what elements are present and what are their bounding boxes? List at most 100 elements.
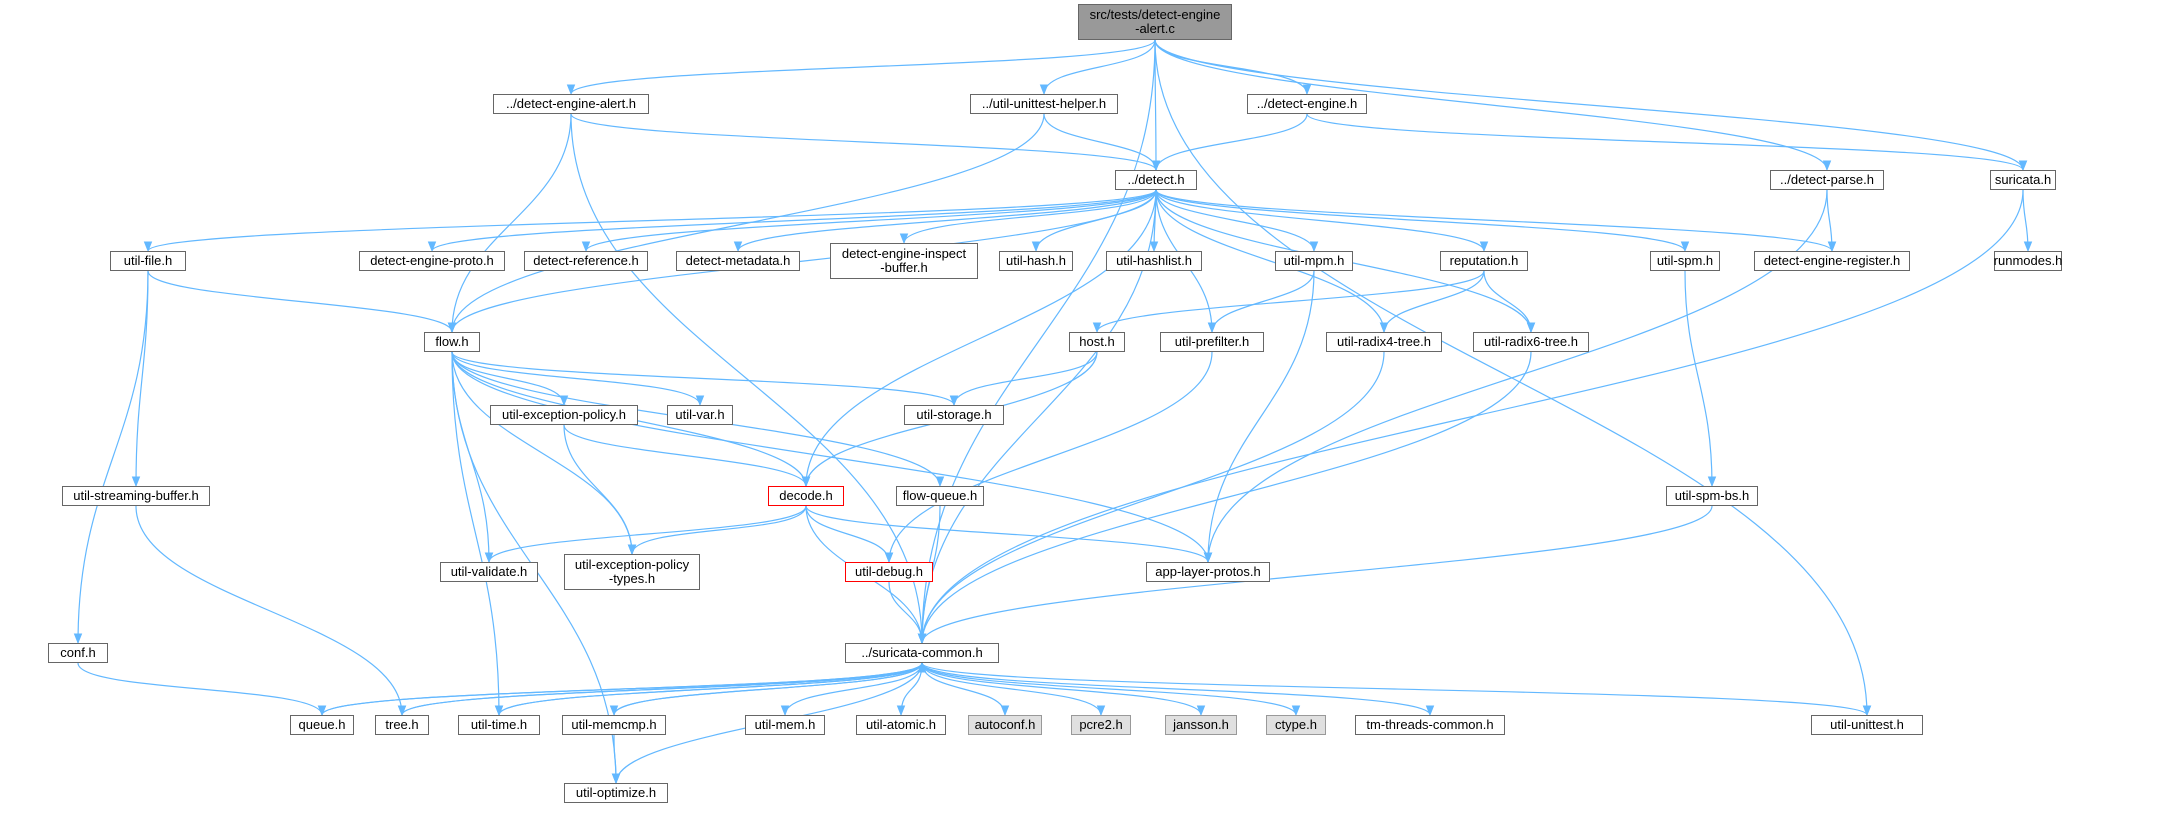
edge-detect-h-to-detect-reference-h — [581, 189, 1157, 253]
node-app-layer-protos-h[interactable]: app-layer-protos.h — [1146, 562, 1270, 582]
edge-util-spm-h-to-util-spm-bs-h — [1684, 270, 1717, 488]
edge-root-to-util-unittest-helper-h — [1039, 39, 1156, 96]
node-util-radix6-tree-h[interactable]: util-radix6-tree.h — [1473, 332, 1589, 352]
edge-root-to-detect-engine-h — [1154, 39, 1312, 96]
node-util-hashlist-h[interactable]: util-hashlist.h — [1106, 251, 1202, 271]
edge-suricata-common-h-to-jansson-h — [921, 662, 1206, 717]
edge-detect-h-to-decode-h — [801, 189, 1157, 488]
node-autoconf-h: autoconf.h — [968, 715, 1042, 735]
edge-detect-engine-alert-h-to-flow-h — [447, 113, 572, 334]
node-util-memcmp-h[interactable]: util-memcmp.h — [562, 715, 666, 735]
node-util-spm-bs-h[interactable]: util-spm-bs.h — [1666, 486, 1758, 506]
node-util-debug-h[interactable]: util-debug.h — [845, 562, 933, 582]
edge-util-mpm-h-to-app-layer-protos-h — [1203, 270, 1315, 564]
node-suricata-common-h[interactable]: ../suricata-common.h — [845, 643, 999, 663]
node-tree-h[interactable]: tree.h — [375, 715, 429, 735]
edge-decode-h-to-util-exception-policy-types-h — [627, 505, 807, 556]
node-suricata-h[interactable]: suricata.h — [1990, 170, 2056, 190]
node-jansson-h: jansson.h — [1165, 715, 1237, 735]
node-flow-h[interactable]: flow.h — [424, 332, 480, 352]
edge-suricata-common-h-to-tm-threads-common-h — [921, 662, 1435, 717]
node-detect-metadata-h[interactable]: detect-metadata.h — [676, 251, 800, 271]
edge-detect-h-to-reputation-h — [1155, 189, 1489, 253]
node-flow-queue-h[interactable]: flow-queue.h — [896, 486, 984, 506]
node-util-atomic-h[interactable]: util-atomic.h — [856, 715, 946, 735]
node-host-h[interactable]: host.h — [1069, 332, 1125, 352]
edge-suricata-common-h-to-util-unittest-h — [921, 662, 1872, 717]
edge-detect-h-to-util-radix4-tree-h — [1155, 189, 1389, 334]
edge-flow-h-to-util-storage-h — [451, 351, 959, 407]
node-util-optimize-h[interactable]: util-optimize.h — [564, 783, 668, 803]
edge-suricata-common-h-to-pcre2-h — [921, 662, 1106, 717]
node-util-time-h[interactable]: util-time.h — [458, 715, 540, 735]
node-util-file-h[interactable]: util-file.h — [110, 251, 186, 271]
edge-tree-h-to-suricata-common-h — [401, 661, 927, 716]
node-detect-h[interactable]: ../detect.h — [1115, 170, 1197, 190]
edge-detect-h-to-detect-metadata-h — [733, 189, 1157, 253]
edge-flow-h-to-util-var-h — [451, 351, 705, 407]
node-pcre2-h: pcre2.h — [1071, 715, 1131, 735]
node-tm-threads-common-h[interactable]: tm-threads-common.h — [1355, 715, 1505, 735]
edge-util-unittest-helper-h-to-detect-h — [1043, 113, 1161, 172]
node-util-spm-h[interactable]: util-spm.h — [1650, 251, 1720, 271]
node-reputation-h[interactable]: reputation.h — [1440, 251, 1528, 271]
edge-util-exception-policy-h-to-decode-h — [563, 424, 811, 488]
node-detect-engine-inspect-buffer-h[interactable]: detect-engine-inspect -buffer.h — [830, 243, 978, 279]
edge-flow-h-to-util-exception-policy-types-h — [451, 351, 637, 556]
node-util-prefilter-h[interactable]: util-prefilter.h — [1160, 332, 1264, 352]
edge-suricata-common-h-to-util-mem-h — [780, 662, 923, 717]
node-ctype-h: ctype.h — [1266, 715, 1326, 735]
node-queue-h[interactable]: queue.h — [290, 715, 354, 735]
node-util-radix4-tree-h[interactable]: util-radix4-tree.h — [1326, 332, 1442, 352]
node-conf-h[interactable]: conf.h — [48, 643, 108, 663]
node-detect-engine-proto-h[interactable]: detect-engine-proto.h — [359, 251, 505, 271]
node-decode-h[interactable]: decode.h — [768, 486, 844, 506]
node-util-validate-h[interactable]: util-validate.h — [440, 562, 538, 582]
edge-detect-h-to-detect-engine-inspect-buffer-h — [899, 189, 1157, 245]
node-util-exception-policy-h[interactable]: util-exception-policy.h — [490, 405, 638, 425]
node-detect-engine-register-h[interactable]: detect-engine-register.h — [1754, 251, 1910, 271]
node-util-mem-h[interactable]: util-mem.h — [745, 715, 825, 735]
node-util-storage-h[interactable]: util-storage.h — [904, 405, 1004, 425]
node-util-unittest-h[interactable]: util-unittest.h — [1811, 715, 1923, 735]
edge-util-time-h-to-suricata-common-h — [498, 661, 927, 716]
edge-detect-parse-h-to-app-layer-protos-h — [1203, 189, 1828, 564]
node-util-unittest-helper-h[interactable]: ../util-unittest-helper.h — [970, 94, 1118, 114]
node-util-mpm-h[interactable]: util-mpm.h — [1275, 251, 1353, 271]
node-util-hash-h[interactable]: util-hash.h — [999, 251, 1073, 271]
edge-detect-h-to-flow-h — [447, 189, 1157, 334]
edge-util-memcmp-h-to-util-optimize-h — [611, 734, 621, 785]
edge-detect-h-to-detect-engine-register-h — [1155, 189, 1837, 253]
edge-root-to-detect-engine-alert-h — [566, 39, 1156, 96]
edge-reputation-h-to-util-radix6-tree-h — [1483, 270, 1536, 334]
edge-host-h-to-util-storage-h — [949, 351, 1098, 407]
edge-util-radix6-tree-h-to-suricata-common-h — [917, 351, 1532, 645]
edge-decode-h-to-util-validate-h — [484, 505, 807, 564]
node-util-var-h[interactable]: util-var.h — [667, 405, 733, 425]
node-detect-parse-h[interactable]: ../detect-parse.h — [1770, 170, 1884, 190]
edge-decode-h-to-app-layer-protos-h — [805, 505, 1213, 564]
node-detect-engine-alert-c: src/tests/detect-engine -alert.c — [1078, 4, 1232, 40]
node-runmodes-h[interactable]: runmodes.h — [1994, 251, 2062, 271]
node-util-exception-policy-types-h[interactable]: util-exception-policy -types.h — [564, 554, 700, 590]
edge-suricata-h-to-suricata-common-h — [917, 189, 2024, 645]
node-detect-reference-h[interactable]: detect-reference.h — [524, 251, 648, 271]
edge-root-to-util-unittest-h — [1154, 39, 1872, 717]
dependency-edges — [73, 39, 2033, 785]
edge-suricata-h-to-runmodes-h — [2022, 189, 2033, 253]
node-util-streaming-buffer-h[interactable]: util-streaming-buffer.h — [62, 486, 210, 506]
edge-util-file-h-to-conf-h — [73, 270, 149, 645]
edge-conf-h-to-queue-h — [77, 662, 327, 717]
edge-detect-h-to-util-file-h — [144, 189, 1157, 253]
edge-flow-h-to-util-time-h — [451, 351, 504, 717]
node-detect-engine-alert-h[interactable]: ../detect-engine-alert.h — [493, 94, 649, 114]
edge-queue-h-to-suricata-common-h — [321, 661, 927, 716]
edge-detect-engine-alert-h-to-detect-h — [570, 113, 1161, 172]
node-detect-engine-h[interactable]: ../detect-engine.h — [1247, 94, 1367, 114]
edge-detect-h-to-util-mpm-h — [1155, 189, 1319, 253]
edge-detect-h-to-util-spm-h — [1155, 189, 1690, 253]
edge-util-streaming-buffer-h-to-tree-h — [135, 505, 407, 717]
edge-suricata-common-h-to-ctype-h — [921, 662, 1301, 717]
edge-util-debug-h-to-suricata-common-h — [888, 581, 927, 645]
